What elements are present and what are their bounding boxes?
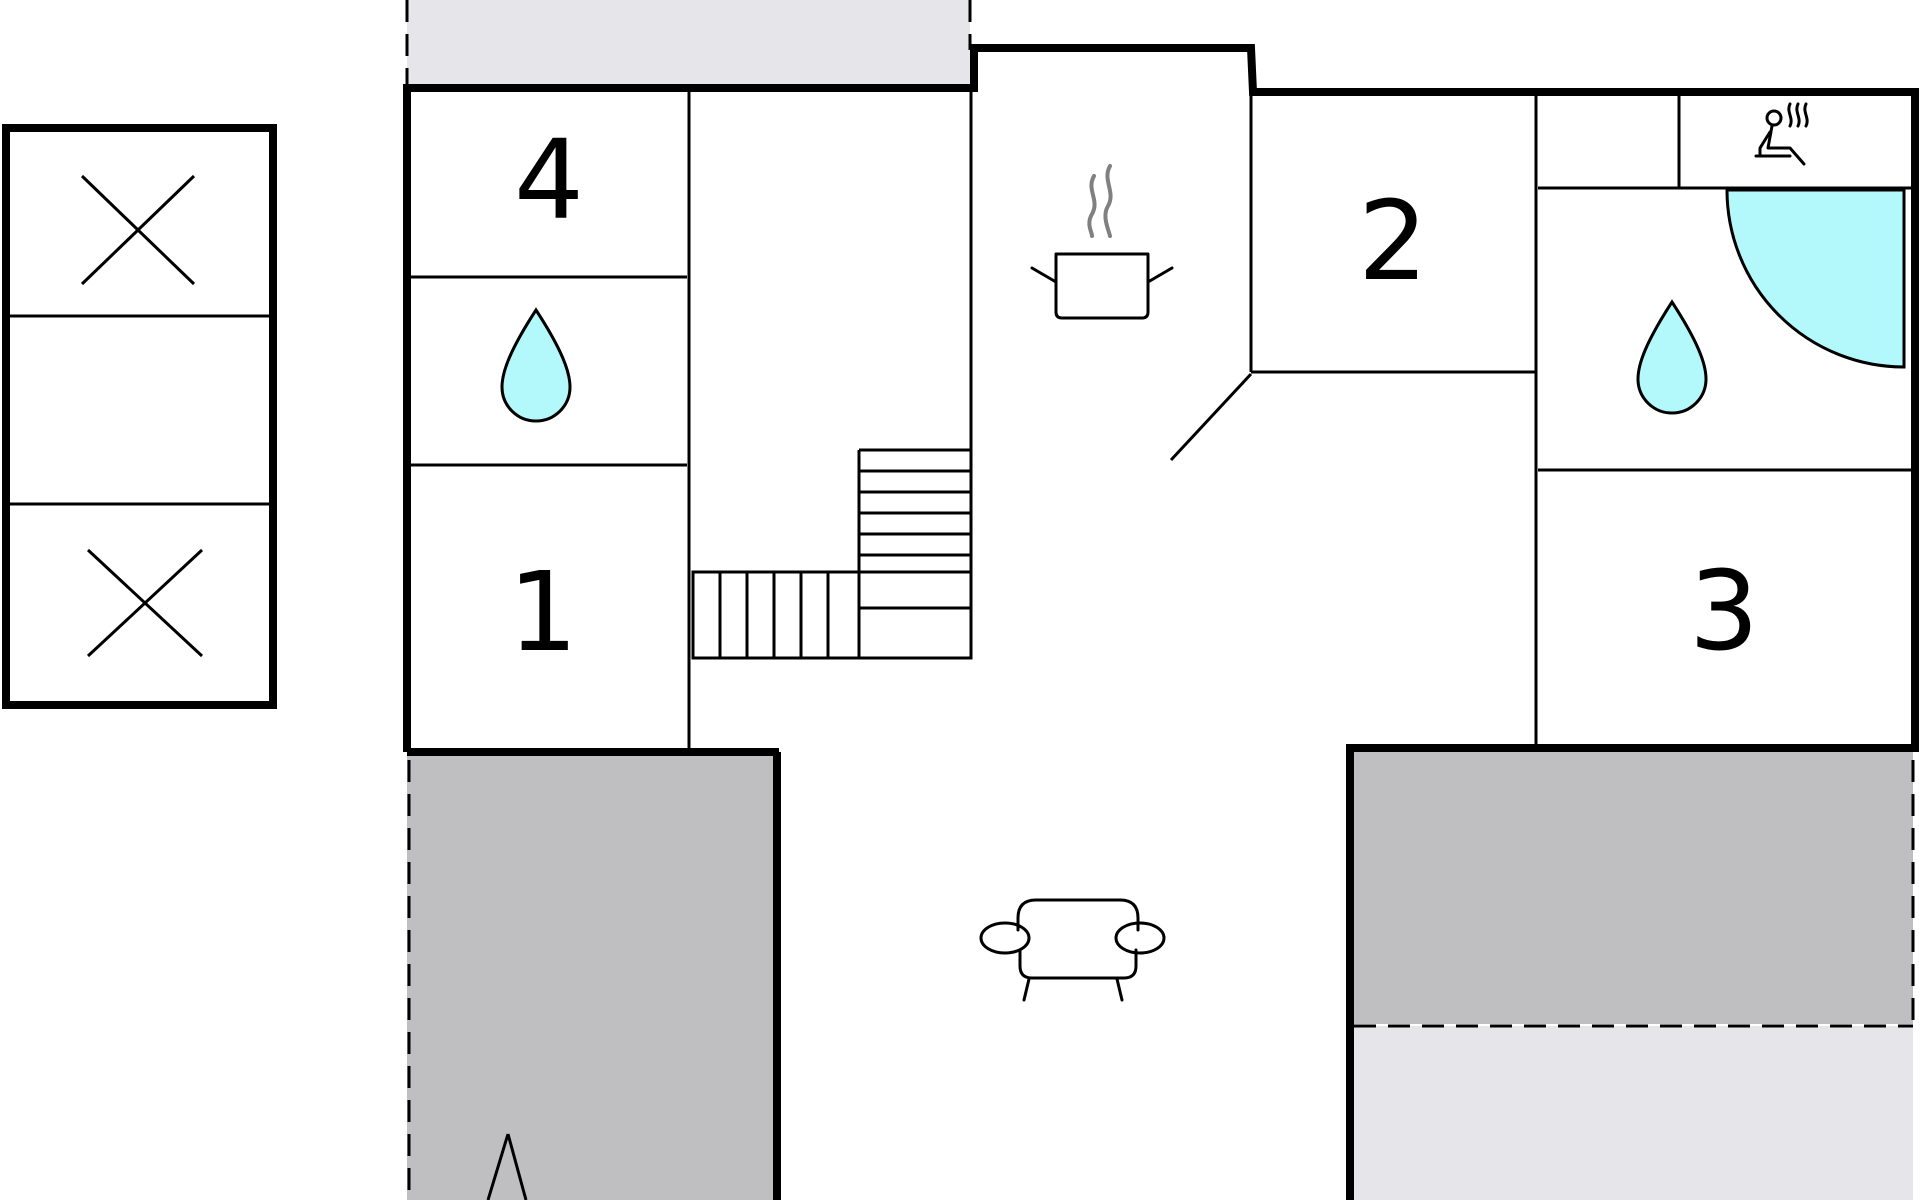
- terrace-top: [407, 0, 970, 86]
- water-drop-icon: [1636, 299, 1708, 415]
- hot-tub: [1725, 188, 1906, 369]
- north-arrow-icon: [486, 1133, 528, 1200]
- interior-wall: [1169, 372, 1253, 462]
- room-label-1: 1: [508, 548, 578, 676]
- water-drop-icon: [500, 307, 572, 423]
- bed-cross-icon: [86, 548, 204, 658]
- cooking-pot-icon: [1030, 164, 1174, 320]
- room-label-4: 4: [514, 116, 584, 244]
- sofa-icon: [979, 898, 1166, 1002]
- main-house-walls: [403, 44, 1919, 1200]
- staircase: [691, 448, 973, 660]
- outbuilding: [2, 124, 277, 709]
- terrace-right-dark: [1350, 752, 1913, 1024]
- terrace-left: [407, 752, 779, 1200]
- bed-cross-icon: [80, 174, 196, 286]
- room-label-2: 2: [1358, 177, 1428, 305]
- sauna-icon: [1754, 102, 1809, 166]
- terrace-right-light: [1350, 1026, 1913, 1200]
- room-label-3: 3: [1689, 547, 1759, 675]
